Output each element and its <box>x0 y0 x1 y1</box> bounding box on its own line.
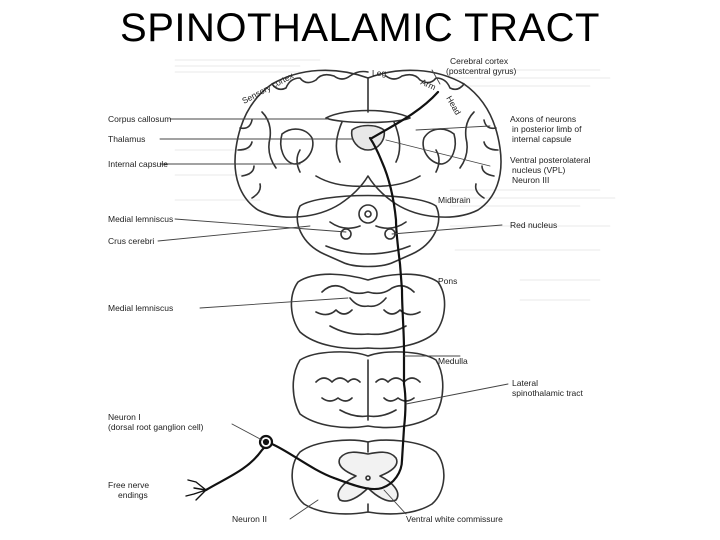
label-vpl-line1: Ventral posterolateral <box>510 155 590 165</box>
label-red-nucleus: Red nucleus <box>510 220 557 230</box>
slide-title: SPINOTHALAMIC TRACT <box>120 6 600 50</box>
label-postcentral-gyrus: (postcentral gyrus) <box>446 66 517 76</box>
label-medial-lemniscus-lower: Medial lemniscus <box>108 303 173 313</box>
spinal-cord-section <box>291 439 445 515</box>
label-neuron-i-line1: Neuron I <box>108 412 141 422</box>
label-vpl-line2: nucleus (VPL) <box>512 165 566 175</box>
label-thalamus: Thalamus <box>108 134 145 144</box>
label-leg: Leg <box>372 68 386 78</box>
tract-pathway <box>204 90 440 492</box>
label-head: Head <box>444 94 463 117</box>
background-ghost-text <box>174 59 616 301</box>
label-neuron-ii: Neuron II <box>232 514 267 524</box>
medulla-section <box>292 351 444 429</box>
label-medulla: Medulla <box>438 356 468 366</box>
label-internal-capsule: Internal capsule <box>108 159 168 169</box>
label-axons-line3: internal capsule <box>512 134 572 144</box>
label-ventral-white-commissure: Ventral white commissure <box>406 514 503 524</box>
label-cerebral-cortex: Cerebral cortex <box>450 56 509 66</box>
pons-section <box>290 273 446 350</box>
label-sensory-cortex: Sensory cortex <box>240 70 295 106</box>
label-vpl-line3: Neuron III <box>512 175 549 185</box>
leader-lines <box>157 69 509 520</box>
label-lateral-line1: Lateral <box>512 378 538 388</box>
label-midbrain: Midbrain <box>438 195 471 205</box>
label-medial-lemniscus-upper: Medial lemniscus <box>108 214 173 224</box>
diagram-labels: Cerebral cortex (postcentral gyrus) Sens… <box>108 56 590 524</box>
label-neuron-i-line2: (dorsal root ganglion cell) <box>108 422 204 432</box>
label-free-nerve-line1: Free nerve <box>108 480 149 490</box>
free-nerve-endings <box>185 479 207 501</box>
label-axons-line1: Axons of neurons <box>510 114 576 124</box>
label-corpus-callosum: Corpus callosum <box>108 114 171 124</box>
label-pons: Pons <box>438 276 457 286</box>
label-free-nerve-line2: endings <box>118 490 148 500</box>
label-crus-cerebri: Crus cerebri <box>108 236 154 246</box>
midbrain-section <box>296 194 440 268</box>
label-axons-line2: in posterior limb of <box>512 124 582 134</box>
label-lateral-line2: spinothalamic tract <box>512 388 584 398</box>
